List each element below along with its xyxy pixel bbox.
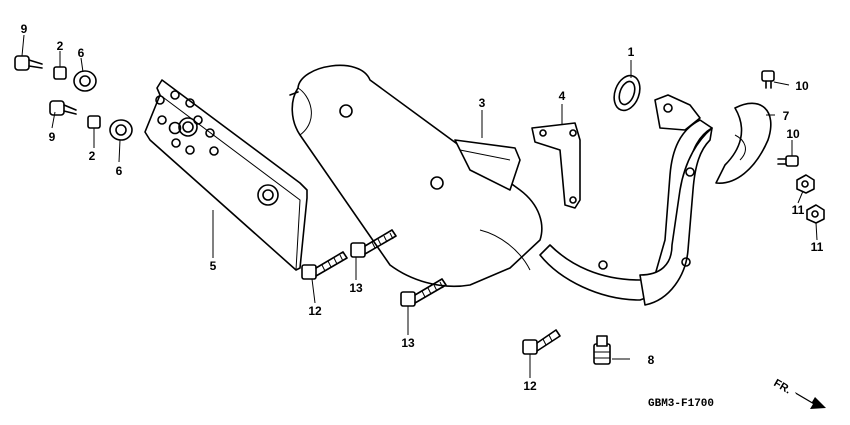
callout-9-lower: 9 xyxy=(49,130,56,144)
callout-12-upper: 12 xyxy=(308,304,322,318)
exhaust-pipe xyxy=(539,94,713,306)
bolt-10-lower xyxy=(777,155,799,167)
muffler-bracket xyxy=(531,122,581,209)
callout-12-lower: 12 xyxy=(523,379,537,393)
nut-11-lower xyxy=(806,204,825,224)
exhaust-gasket xyxy=(613,74,641,112)
screw-9-upper xyxy=(14,55,43,71)
callout-labels: 1 2 2 3 4 5 6 6 7 8 9 9 10 10 11 11 12 1… xyxy=(21,22,824,393)
callout-11-upper: 11 xyxy=(792,203,805,217)
front-arrow-icon xyxy=(795,392,826,409)
pipe-protector xyxy=(715,102,772,184)
bolt-13-upper xyxy=(350,229,397,258)
callout-7: 7 xyxy=(783,109,790,123)
callout-2-upper: 2 xyxy=(57,39,64,53)
callout-13-upper: 13 xyxy=(349,281,363,295)
callout-6-upper: 6 xyxy=(78,46,85,60)
callout-10-lower: 10 xyxy=(786,127,800,141)
heat-shield xyxy=(144,79,308,271)
front-direction-label: FR. xyxy=(772,377,793,396)
nut-11-upper xyxy=(796,174,815,194)
bolt-12-upper xyxy=(301,251,348,280)
screw-9-lower xyxy=(49,100,77,116)
callout-5: 5 xyxy=(210,259,217,273)
sensor-stud xyxy=(593,335,611,365)
diagram-code: GBM3-F1700 xyxy=(648,398,714,410)
collar-2-lower xyxy=(87,115,101,129)
callout-9-upper: 9 xyxy=(21,22,28,36)
bolt-10-upper xyxy=(761,70,775,89)
callout-3: 3 xyxy=(479,96,486,110)
grommet-6-lower xyxy=(109,119,133,141)
callout-10-upper: 10 xyxy=(795,79,809,93)
callout-4: 4 xyxy=(559,89,566,103)
callout-1: 1 xyxy=(628,45,635,59)
muffler xyxy=(289,64,543,288)
callout-2-lower: 2 xyxy=(89,149,96,163)
grommet-6-upper xyxy=(73,70,97,92)
front-direction-indicator: FR. xyxy=(772,377,826,409)
bolt-12-lower xyxy=(522,329,561,355)
collar-2-upper xyxy=(53,66,67,80)
leader-lines xyxy=(21,34,818,378)
callout-13-lower: 13 xyxy=(401,336,415,350)
callout-8: 8 xyxy=(648,353,655,367)
callout-6-lower: 6 xyxy=(116,164,123,178)
callout-11-lower: 11 xyxy=(811,240,824,254)
